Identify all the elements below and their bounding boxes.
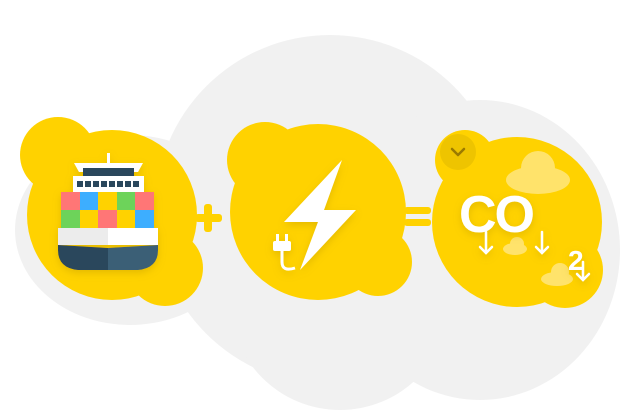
container-ship-icon <box>58 153 158 270</box>
chevron-down-icon <box>450 147 466 157</box>
electricity-plug-icon <box>273 160 356 271</box>
plus-operator: + <box>195 204 222 232</box>
co2-emission-icon: CO 2 <box>459 186 591 282</box>
co2-subscript: 2 <box>568 245 584 276</box>
co2-text: CO <box>459 186 534 244</box>
cloud-icons <box>503 151 573 286</box>
equals-operator: = <box>404 207 431 226</box>
dropdown-button[interactable] <box>440 134 476 170</box>
